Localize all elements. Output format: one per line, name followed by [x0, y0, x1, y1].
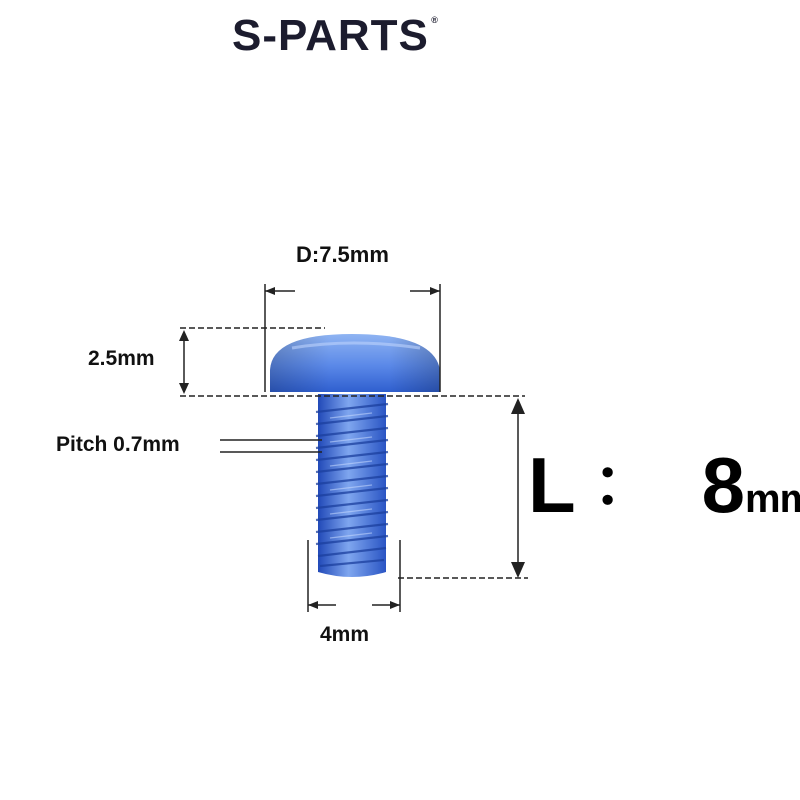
thread-diameter-label: 4mm [320, 623, 370, 646]
dimension-lines [179, 284, 528, 612]
head-diameter-label: D:7.5mm [296, 242, 389, 267]
length-letter: L [528, 441, 576, 529]
thread-ridges [315, 402, 389, 568]
screw [270, 334, 440, 577]
head-height-label: 2.5mm [88, 347, 155, 370]
length-unit: mm [745, 477, 800, 521]
pitch-label: Pitch 0.7mm [56, 433, 180, 456]
registered-mark: ® [431, 15, 439, 25]
length-separator: ： [593, 453, 650, 516]
length-value: 8 [701, 441, 746, 529]
brand-logo: S-PARTS® [232, 11, 438, 60]
brand-name: S-PARTS [232, 11, 429, 60]
screw-shank [318, 394, 386, 577]
length-label: L：8mm [528, 446, 800, 524]
